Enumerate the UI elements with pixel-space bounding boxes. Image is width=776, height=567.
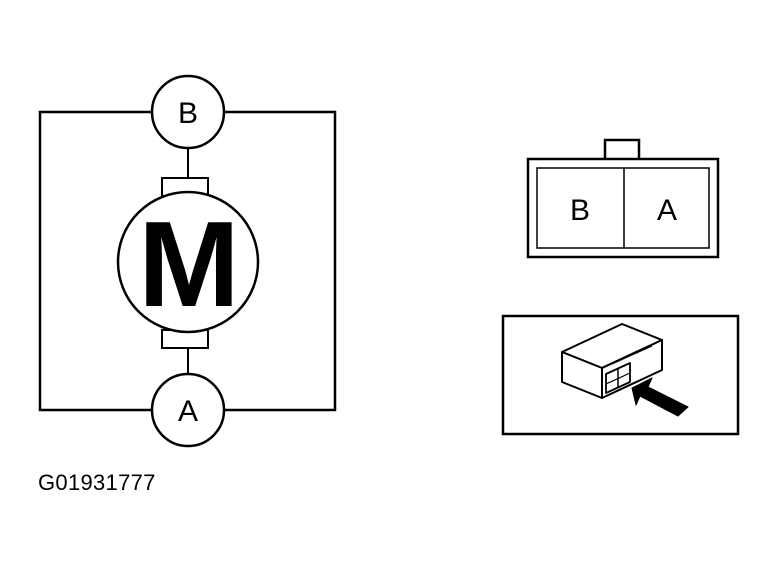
terminal-a-label: A xyxy=(178,395,198,428)
connector-with-arrow-icon xyxy=(561,323,689,417)
connector-locator-view xyxy=(501,314,740,436)
connector-face: B A xyxy=(526,138,720,259)
terminal-b-label: B xyxy=(178,97,198,130)
reference-code: G01931777 xyxy=(38,470,156,495)
circuit-wire xyxy=(38,110,337,412)
connector-housing xyxy=(526,157,720,259)
connector-pin-b: B xyxy=(570,194,590,227)
connector-latch xyxy=(603,138,641,162)
connector-cavity xyxy=(536,167,710,249)
terminal-b: B xyxy=(150,74,226,150)
terminal-a: A xyxy=(150,372,226,448)
motor-body xyxy=(116,190,260,334)
motor-symbol: M xyxy=(138,196,240,332)
motor-circuit xyxy=(38,110,337,412)
connector-pin-a: A xyxy=(657,194,677,227)
